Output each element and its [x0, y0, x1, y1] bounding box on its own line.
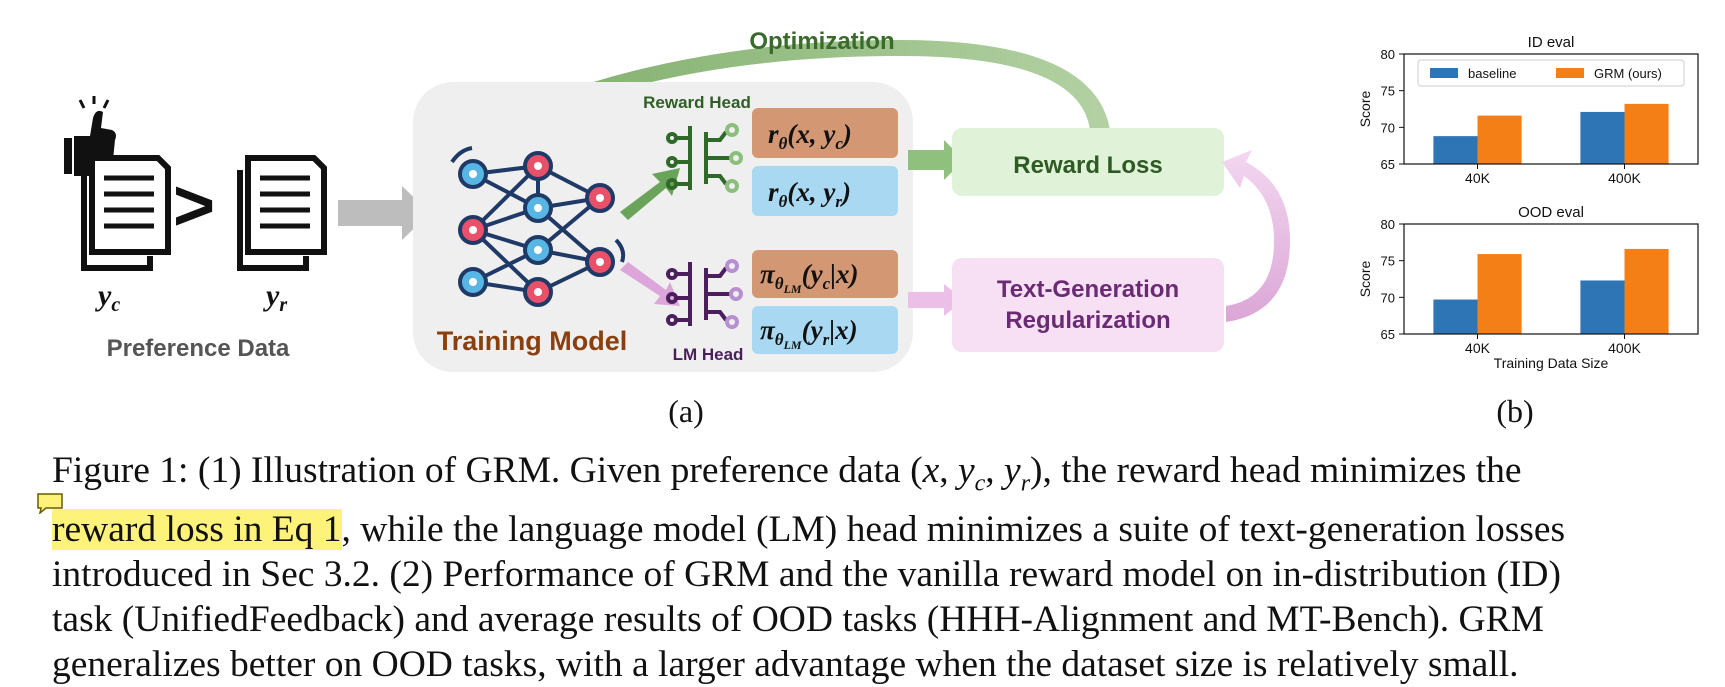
id-eval-chart: ID eval 65 70 75 80 40K 400K Score baseline GRM (… — [1357, 34, 1699, 186]
document-icon — [237, 155, 327, 271]
caption-line: generalizes better on OOD tasks, with a … — [52, 643, 1519, 685]
bar-grmours-400k — [1624, 103, 1669, 164]
reward-head-icon — [666, 123, 743, 193]
input-arrow — [338, 186, 430, 240]
chart-title: ID eval — [1528, 34, 1575, 51]
lm-head-arrow — [620, 262, 680, 306]
legend-swatch — [1556, 68, 1584, 78]
panel-a-label: (a) — [668, 393, 704, 429]
lm-chosen-formula: πθLM(yc|x) — [760, 259, 859, 296]
rejected-response-symbol: yr — [263, 279, 287, 316]
y-tick-label: 65 — [1381, 157, 1395, 172]
figure-caption: Figure 1: (1) Illustration of GRM. Given… — [52, 448, 1692, 687]
chosen-response-symbol: yc — [95, 279, 120, 316]
x-tick-label: 400K — [1608, 170, 1641, 186]
y-tick-label: 80 — [1381, 47, 1395, 62]
legend-swatch — [1430, 68, 1458, 78]
reward-rejected-formula: rθ(x, yr) — [768, 177, 851, 211]
lm-chosen-box — [752, 250, 898, 298]
chart-title: OOD eval — [1518, 204, 1584, 221]
y-axis-label: Score — [1357, 91, 1373, 128]
y-tick-label: 80 — [1381, 217, 1395, 232]
reward-loss-box — [952, 128, 1224, 196]
y-tick-label: 70 — [1381, 290, 1395, 305]
y-tick-label: 75 — [1381, 254, 1395, 269]
lm-head-label: LM Head — [673, 345, 744, 364]
regularization-feedback-arrow — [1222, 150, 1291, 322]
textgen-reg-box — [952, 258, 1224, 352]
panel-b-label: (b) — [1496, 393, 1533, 429]
y-tick-label: 65 — [1381, 327, 1395, 342]
y-tick-label: 75 — [1381, 84, 1395, 99]
bar-baseline-400k — [1580, 280, 1625, 334]
legend-label: GRM (ours) — [1594, 66, 1662, 81]
plot-frame — [1403, 223, 1699, 335]
training-model-label: Training Model — [437, 326, 628, 356]
x-tick-label: 40K — [1465, 170, 1491, 186]
caption-line: task (UnifiedFeedback) and average resul… — [52, 598, 1544, 640]
bar-baseline-40k — [1433, 136, 1478, 164]
reward-head-arrow — [620, 168, 680, 220]
document-icon — [81, 155, 171, 271]
caption-line: reward loss in Eq 1, while the language … — [52, 508, 1566, 550]
reward-chosen-formula: rθ(x, yc) — [768, 119, 852, 153]
preference-data: > yc yr Preference Data — [64, 96, 327, 362]
caption-line: introduced in Sec 3.2. (2) Performance o… — [52, 553, 1561, 595]
reward-chosen-box — [752, 108, 898, 158]
x-tick-label: 40K — [1465, 340, 1491, 356]
lm-rejected-formula: πθLM(yr|x) — [760, 315, 858, 352]
math-expression: (x, yc, yr) — [910, 450, 1043, 497]
x-axis-label: Training Data Size — [1494, 355, 1609, 371]
bar-grmours-400k — [1624, 248, 1669, 334]
lm-head-icon — [666, 259, 743, 329]
comment-note-icon[interactable] — [36, 492, 64, 514]
bar-grmours-40k — [1477, 115, 1522, 164]
bar-baseline-400k — [1580, 111, 1625, 164]
legend-box — [1417, 59, 1685, 87]
figure-1: > yc yr Preference Data Optimization — [64, 28, 1699, 429]
x-tick-label: 400K — [1608, 340, 1641, 356]
optimization-label: Optimization — [749, 28, 894, 55]
bar-baseline-40k — [1433, 299, 1478, 334]
greater-than: > — [173, 166, 215, 246]
reward-loss-arrow — [908, 140, 964, 180]
legend-label: baseline — [1468, 66, 1516, 81]
preference-data-label: Preference Data — [107, 335, 290, 362]
plot-frame — [1403, 53, 1699, 165]
textgen-arrow — [908, 284, 964, 316]
caption-line: Figure 1: (1) Illustration of GRM. Given… — [52, 450, 1522, 497]
highlighted-text[interactable]: reward loss in Eq 1 — [52, 508, 342, 550]
reward-loss-label: Reward Loss — [1013, 152, 1162, 179]
lm-rejected-box — [752, 306, 898, 354]
bar-grmours-40k — [1477, 254, 1522, 334]
neural-network-icon — [450, 146, 626, 307]
y-axis-label: Score — [1357, 261, 1373, 298]
reward-head-label: Reward Head — [643, 93, 751, 112]
y-tick-label: 70 — [1381, 120, 1395, 135]
reward-rejected-box — [752, 166, 898, 216]
